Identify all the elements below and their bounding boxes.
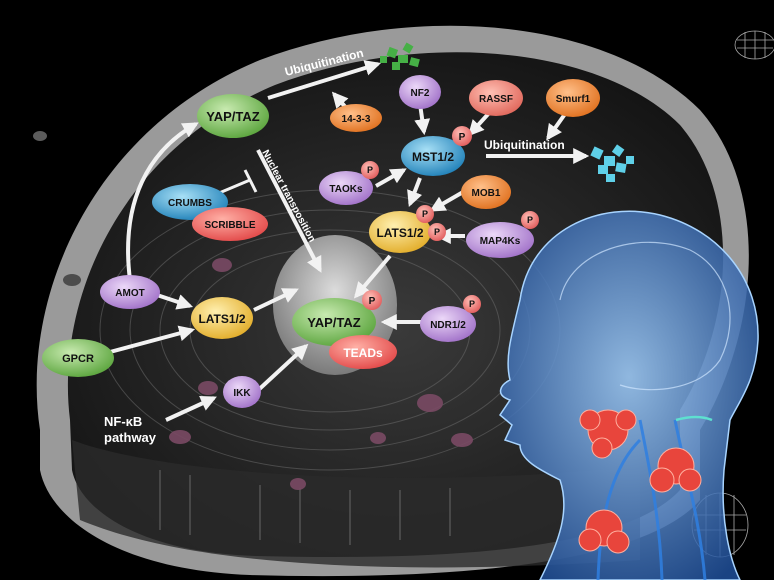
phospho-lats-right-1-label: P (422, 209, 428, 219)
ubiquitin-cluster-green (380, 42, 420, 70)
arrow-smurf1 (546, 112, 567, 141)
arrow-amot-yap (126, 122, 199, 281)
mst-label: MST1/2 (412, 150, 454, 164)
phospho-taoks-label: P (367, 165, 373, 175)
ubiquitination-label-right: Ubiquitination (484, 138, 565, 152)
nfkb-pathway-label-line1: NF-κB (104, 414, 142, 429)
node-teads: TEADs (329, 335, 397, 369)
scribble-label: SCRIBBLE (204, 220, 255, 231)
taoks-label: TAOKs (329, 184, 363, 195)
arrow-lats-left-yap (253, 288, 299, 312)
arrow-yap-ubiquitination (267, 60, 382, 100)
node-smurf1: Smurf1 (546, 79, 600, 117)
14-3-3-label: 14-3-3 (342, 114, 371, 125)
node-mst: MST1/2 P (401, 126, 472, 176)
node-taoks: TAOKs P (319, 161, 379, 205)
arrow-nuclear-transposition (256, 149, 322, 273)
phospho-taoks (361, 161, 379, 179)
node-yap-taz-nuclear: YAP/TAZ P (292, 290, 382, 346)
map4ks-label: MAP4Ks (480, 236, 521, 247)
node-ikk: IKK (223, 376, 261, 408)
node-lats-left: LATS1/2 (191, 297, 253, 339)
phospho-ndr-label: P (469, 299, 475, 309)
nfkb-pathway-label-line2: pathway (104, 430, 157, 445)
arrow-nfkb-ikk (165, 396, 217, 422)
teads-label: TEADs (343, 346, 383, 360)
yap-taz-nuclear-label: YAP/TAZ (307, 315, 361, 330)
vesicles (33, 131, 473, 490)
node-gpcr: GPCR (42, 339, 114, 377)
arrow-taoks-mst (375, 168, 407, 188)
node-rassf: RASSF (469, 80, 523, 116)
node-scribble: SCRIBBLE (192, 207, 268, 241)
arrow-gpcr-lats (109, 325, 196, 354)
phospho-yap-nuclear-label: P (369, 296, 376, 307)
head-illustration (499, 210, 759, 580)
yap-taz-label: YAP/TAZ (206, 109, 260, 124)
arrow-mst-lats (407, 177, 423, 207)
ikk-label: IKK (233, 388, 251, 399)
phospho-map4ks (521, 211, 539, 229)
rassf-label: RASSF (479, 94, 513, 105)
phospho-yap-nuclear (362, 290, 382, 310)
node-map4ks: MAP4Ks P (466, 211, 539, 258)
nerve-highlight (675, 415, 713, 422)
arrow-ikk-yap (252, 343, 309, 396)
gpcr-label: GPCR (62, 353, 94, 365)
node-nf2: NF2 (399, 75, 441, 109)
phospho-lats-right-2 (428, 223, 446, 241)
node-mob1: MOB1 (461, 175, 511, 209)
phospho-lats-right-2-label: P (434, 227, 440, 237)
phospho-map4ks-label: P (527, 215, 533, 225)
nf2-label: NF2 (411, 88, 430, 99)
node-14-3-3: 14-3-3 (330, 104, 382, 132)
node-amot: AMOT (100, 275, 160, 309)
phospho-lats-right-1 (416, 205, 434, 223)
skull-outline (559, 241, 731, 391)
cell-cross-section (72, 440, 640, 568)
arrow-amot-lats (153, 292, 194, 310)
cristae-folds (159, 470, 451, 545)
node-yap-taz-top: YAP/TAZ (197, 94, 269, 138)
smurf1-label: Smurf1 (556, 94, 591, 105)
phospho-mst-label: P (459, 132, 466, 143)
arrow-rassf-mst (467, 110, 492, 137)
blood-vessels (596, 419, 707, 580)
ubiquitin-cluster-blue (590, 144, 634, 182)
tumor-clusters (578, 409, 702, 554)
node-ndr: NDR1/2 P (420, 295, 481, 342)
phospho-ndr (463, 295, 481, 313)
arrow-lats-yap (353, 254, 392, 299)
mob1-label: MOB1 (472, 188, 501, 199)
crumbs-label: CRUMBS (168, 198, 212, 209)
ndr-label: NDR1/2 (430, 320, 466, 331)
pathway-arrows (109, 60, 590, 422)
lats-left-label: LATS1/2 (198, 312, 245, 326)
phospho-mst (452, 126, 472, 146)
node-lats-right: LATS1/2 P P (369, 205, 446, 253)
amot-label: AMOT (115, 288, 144, 299)
lats-right-label: LATS1/2 (376, 226, 423, 240)
